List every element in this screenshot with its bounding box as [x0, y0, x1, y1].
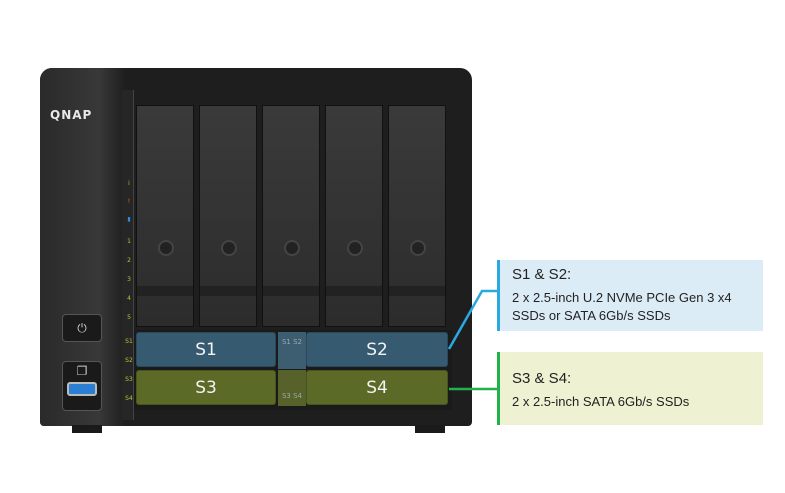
- qnap-logo: QNAP: [50, 108, 93, 122]
- callout-s1-s2: S1 & S2: 2 x 2.5-inch U.2 NVMe PCIe Gen …: [497, 260, 763, 331]
- ssd-label-bottom: S3 S4: [278, 370, 306, 406]
- callout-text: 2 x 2.5-inch SATA 6Gb/s SSDs: [512, 394, 690, 409]
- ssd-bay-s4[interactable]: S4: [306, 370, 448, 405]
- network-led: !: [127, 198, 131, 205]
- bay-led-5: 5: [127, 314, 131, 321]
- callout-line-s1-s2: [447, 289, 498, 350]
- ssd-led-s1: S1: [125, 338, 133, 345]
- power-button[interactable]: ⏻: [62, 314, 102, 342]
- tray-lock-icon: [284, 240, 300, 256]
- tray-lock-icon: [158, 240, 174, 256]
- copy-icon: ❐: [76, 364, 88, 378]
- callout-title: S1 & S2:: [512, 266, 572, 283]
- ssd-led-s3: S3: [125, 376, 133, 383]
- ssd-bay-s2[interactable]: S2: [306, 332, 448, 367]
- bay-led-2: 2: [127, 257, 131, 264]
- usb-led: ▮: [127, 216, 131, 223]
- bay-led-3: 3: [127, 276, 131, 283]
- status-led: i: [128, 180, 130, 187]
- ssd-led-s2: S2: [125, 357, 133, 364]
- tray-lock-icon: [410, 240, 426, 256]
- ssd-bay-s3[interactable]: S3: [136, 370, 276, 405]
- callout-text: SSDs or SATA 6Gb/s SSDs: [512, 308, 671, 323]
- foot-right: [415, 425, 445, 433]
- led-strip: [122, 90, 134, 420]
- drive-bay-3[interactable]: [262, 105, 320, 327]
- callout-text: 2 x 2.5-inch U.2 NVMe PCIe Gen 3 x4: [512, 290, 732, 305]
- drive-bay-5[interactable]: [388, 105, 446, 327]
- foot-left: [72, 425, 102, 433]
- drive-bay-4[interactable]: [325, 105, 383, 327]
- bay-led-4: 4: [127, 295, 131, 302]
- ssd-led-s4: S4: [125, 395, 133, 402]
- bay-led-1: 1: [127, 238, 131, 245]
- drive-bay-1[interactable]: [136, 105, 194, 327]
- callout-title: S3 & S4:: [512, 370, 572, 387]
- drive-bay-2[interactable]: [199, 105, 257, 327]
- ssd-bay-s1[interactable]: S1: [136, 332, 276, 367]
- callout-s3-s4: S3 & S4: 2 x 2.5-inch SATA 6Gb/s SSDs: [497, 352, 763, 425]
- ssd-label-top: S1 S2: [278, 332, 306, 369]
- power-icon: ⏻: [77, 321, 87, 335]
- tray-lock-icon: [221, 240, 237, 256]
- tray-lock-icon: [347, 240, 363, 256]
- usb-port: [67, 382, 97, 396]
- usb-copy-button[interactable]: ❐: [62, 361, 102, 411]
